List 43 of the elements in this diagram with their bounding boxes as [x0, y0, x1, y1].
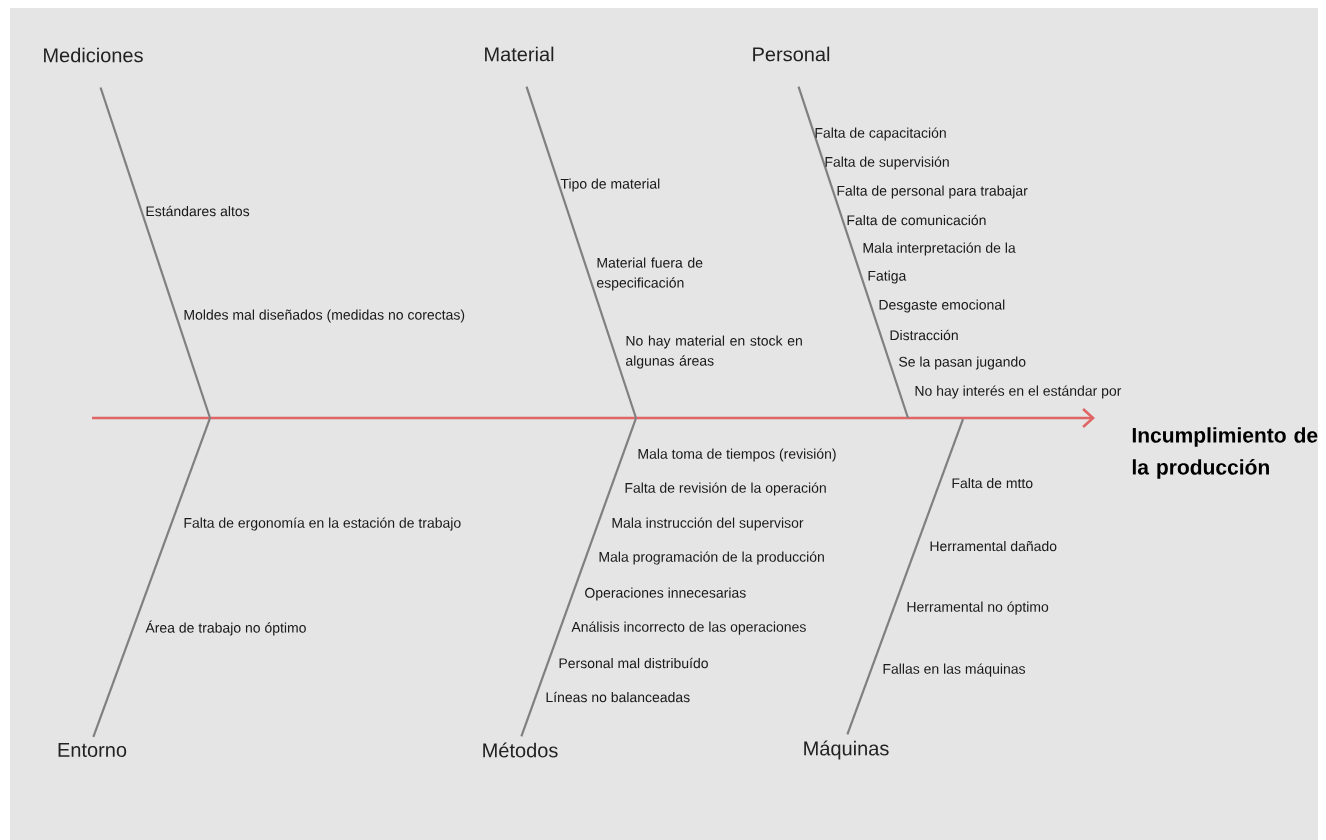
cause-label: Distracción	[890, 329, 958, 341]
cause-label: Se la pasan jugando	[899, 356, 1026, 370]
cause-label: Operaciones innecesarias	[585, 587, 746, 601]
cause-label: Personal mal distribuído	[559, 657, 708, 669]
bone-line	[520, 417, 638, 737]
cause-label: Herramental dañado	[930, 540, 1057, 552]
category-label: Material	[485, 46, 554, 62]
category-label: Entorno	[58, 743, 127, 757]
bone-line	[525, 86, 638, 419]
cause-label: Desgaste emocional	[879, 299, 1005, 313]
bone-line	[99, 87, 212, 419]
category-label: Personal	[753, 46, 830, 62]
bone-line	[846, 418, 965, 735]
bone-line	[797, 86, 910, 419]
cause-label: No hay interés en el estándar por	[915, 385, 1122, 399]
cause-label: No hay material en stock en algunas áreas	[626, 335, 802, 369]
cause-label: Líneas no balanceadas	[546, 691, 690, 703]
category-label: Máquinas	[804, 740, 889, 760]
cause-label: Fallas en las máquinas	[883, 663, 1026, 677]
category-label: Mediciones	[44, 47, 143, 63]
cause-label: Material fuera de especificación	[597, 257, 703, 291]
cause-label: Falta de revisión de la operación	[625, 482, 826, 496]
cause-label: Falta de capacitación	[815, 127, 946, 141]
cause-label: Falta de comunicación	[847, 214, 986, 226]
cause-label: Falta de mtto	[952, 477, 1033, 489]
cause-label: Mala programación de la producción	[599, 551, 824, 565]
cause-label: Fatiga	[868, 270, 907, 284]
cause-label: Tipo de material	[560, 178, 660, 192]
cause-label: Falta de personal para trabajar	[837, 185, 1028, 199]
cause-label: Falta de ergonomía en la estación de trabajo	[184, 517, 461, 531]
cause-label: Análisis incorrecto de las operaciones	[571, 621, 806, 635]
spine-arrow	[92, 408, 1095, 428]
cause-label: Mala interpretación de la	[863, 242, 1016, 256]
category-label: Métodos	[483, 742, 558, 758]
cause-label: Área de trabajo no óptimo	[145, 620, 306, 636]
cause-label: Falta de supervisión	[825, 156, 949, 170]
cause-label: Mala toma de tiempos (revisión)	[638, 448, 836, 462]
cause-label: Moldes mal diseñados (medidas no corectas)	[184, 309, 465, 323]
bone-line	[92, 417, 212, 738]
cause-label: Estándares altos	[146, 205, 250, 217]
cause-label: Mala instrucción del supervisor	[612, 517, 804, 531]
cause-label: Herramental no óptimo	[907, 601, 1049, 615]
effect-label: Incumplimiento de la producción	[1132, 427, 1318, 479]
